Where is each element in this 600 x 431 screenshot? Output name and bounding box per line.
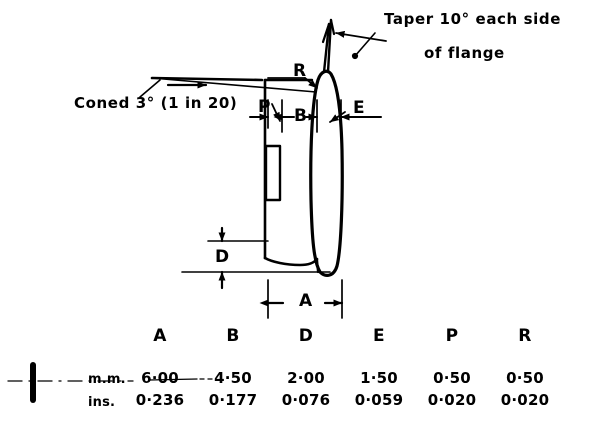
table-column-header-A: A — [153, 326, 167, 346]
annotation-taper-line1: Taper 10° each side — [384, 10, 562, 28]
table-row-unit-ins: ins. — [88, 395, 116, 410]
table-cell-mm-D: 2·00 — [287, 369, 325, 387]
page-bleed-fragment — [300, 0, 600, 8]
annotation-taper-line2: of flange — [424, 44, 505, 62]
table-cell-ins-B: 0·177 — [208, 391, 258, 409]
table-cell-ins-A: 0·236 — [135, 391, 185, 409]
table-cell-ins-P: 0·020 — [427, 391, 477, 409]
dimension-label-D: D — [215, 247, 230, 267]
table-cell-mm-B: 4·50 — [214, 369, 252, 387]
table-cell-mm-E: 1·50 — [360, 369, 398, 387]
table-column-header-B: B — [226, 326, 240, 346]
dimension-label-B: B — [294, 106, 308, 126]
table-cell-mm-P: 0·50 — [433, 369, 471, 387]
table-cell-mm-R: 0·50 — [506, 369, 544, 387]
annotation-coned: Coned 3° (1 in 20) — [74, 94, 238, 112]
dimension-label-P: P — [258, 97, 271, 117]
table-column-header-D: D — [298, 326, 314, 346]
table-cell-ins-R: 0·020 — [500, 391, 550, 409]
dimension-label-R: R — [293, 61, 307, 81]
table-column-header-E: E — [372, 326, 385, 346]
table-cell-mm-A: 6·00 — [141, 369, 179, 387]
table-cell-ins-E: 0·059 — [354, 391, 404, 409]
dimension-label-A: A — [299, 291, 313, 311]
dimension-label-E: E — [353, 98, 366, 118]
table-row-unit-mm: m.m. — [88, 372, 126, 387]
table-column-header-R: R — [518, 326, 532, 346]
table-cell-ins-D: 0·076 — [281, 391, 331, 409]
table-column-header-P: P — [445, 326, 459, 346]
